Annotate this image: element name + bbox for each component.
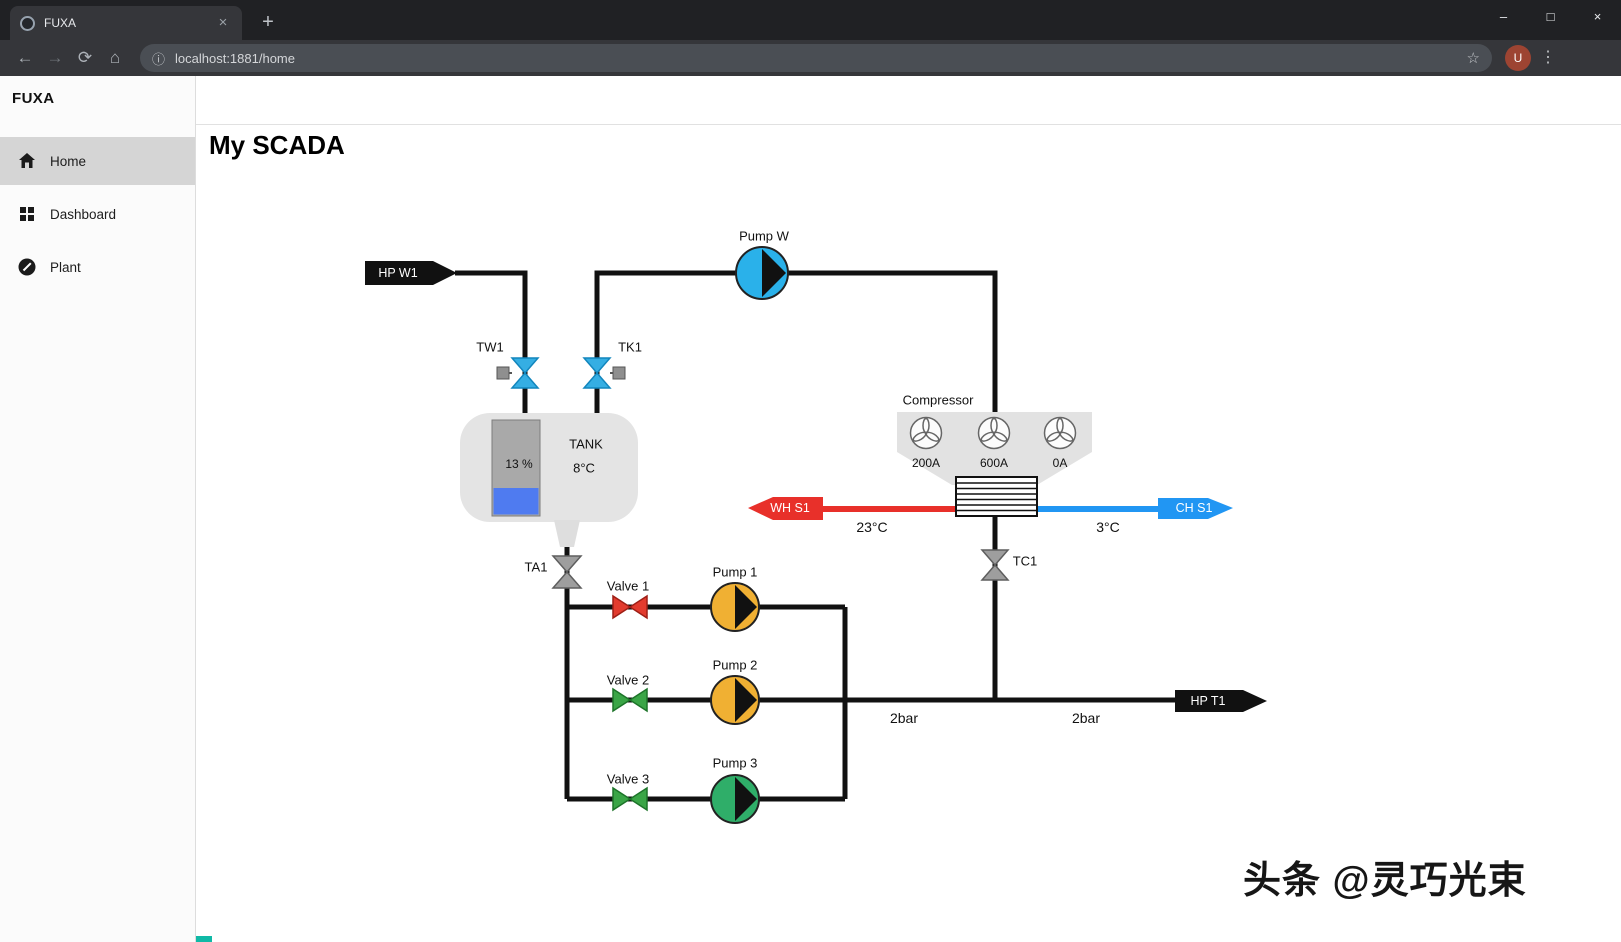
compressor-fan-2 (977, 416, 1011, 450)
compressor-gauge-3: 0A (1052, 456, 1068, 470)
cold-temp-label: 3°C (1096, 519, 1120, 535)
ta1-label: TA1 (524, 559, 548, 575)
ch-s1-flag (1158, 498, 1233, 519)
sidebar-item-label: Plant (50, 259, 81, 275)
sidebar-item-plant[interactable]: Plant (0, 243, 195, 291)
compressor-fan-3 (1043, 416, 1077, 450)
pump-3-label: Pump 3 (712, 755, 758, 771)
valve-3[interactable] (612, 786, 648, 812)
ch-s1-label: CH S1 (1175, 501, 1213, 515)
tank-body (460, 413, 638, 522)
app-brand: FUXA (12, 90, 55, 107)
tank-level-label: 13 % (505, 457, 533, 471)
forward-icon[interactable]: → (46, 48, 64, 67)
maximize-button[interactable]: □ (1546, 8, 1555, 24)
pump-w-label: Pump W (739, 228, 789, 244)
wh-s1-flag (748, 497, 823, 520)
pump-1-label: Pump 1 (712, 564, 758, 580)
fuxa-favicon (20, 15, 35, 31)
sidebar-item-label: Home (50, 153, 87, 169)
home-icon[interactable]: ⌂ (109, 48, 121, 67)
pipe-top-main (594, 270, 998, 414)
tank-outlet (554, 520, 580, 547)
tc1-label: TC1 (1012, 553, 1038, 569)
home-icon (19, 153, 35, 168)
watermark: 头条 @灵巧光束 (1243, 860, 1527, 902)
browser-menu-icon[interactable]: ⋮ (1540, 49, 1556, 66)
sidebar-item-dashboard[interactable]: Dashboard (0, 190, 195, 238)
footer-logo-fragment (196, 936, 212, 942)
tk1-label: TK1 (618, 339, 642, 355)
tab-title: FUXA (44, 16, 77, 30)
hp-w1-flag (365, 261, 457, 285)
valve-2[interactable] (612, 687, 648, 713)
valve-tw1[interactable] (496, 357, 540, 389)
minimize-button[interactable]: – (1499, 8, 1508, 24)
tw1-label: TW1 (476, 339, 504, 355)
plant-icon (18, 258, 36, 276)
compressor-gauge-2: 600A (979, 456, 1009, 470)
valve-tc1[interactable] (980, 549, 1010, 581)
hp-t1-flag (1175, 690, 1267, 712)
header-divider (196, 124, 1621, 125)
valve-3-label: Valve 3 (606, 771, 650, 787)
pump-1[interactable] (710, 582, 760, 632)
pump-2[interactable] (710, 675, 760, 725)
reload-icon[interactable]: ⟳ (77, 48, 93, 67)
sidebar-item-home[interactable]: Home (0, 137, 195, 185)
tank-level-fill (493, 488, 539, 515)
hot-temp-label: 23°C (856, 519, 888, 535)
url-text[interactable]: localhost:1881/home (175, 50, 295, 66)
close-button[interactable]: × (1593, 8, 1602, 24)
heat-exchanger (955, 476, 1038, 517)
tank-temperature-label: 8°C (573, 460, 595, 476)
compressor-widget[interactable] (897, 412, 1092, 517)
tank-name-label: TANK (569, 436, 603, 452)
valve-2-label: Valve 2 (606, 672, 650, 688)
tab-close-icon[interactable]: × (218, 14, 228, 31)
pressure-left-label: 2bar (889, 710, 919, 726)
compressor-label: Compressor (902, 392, 974, 408)
window-controls: – □ × (1480, 0, 1621, 32)
bookmark-star-icon[interactable]: ☆ (1466, 50, 1480, 67)
pump-w[interactable] (735, 246, 789, 300)
valve-ta1[interactable] (551, 555, 583, 589)
valve-tk1[interactable] (582, 357, 626, 389)
hp-w1-label: HP W1 (378, 266, 418, 280)
valve-1[interactable] (612, 594, 648, 620)
sidebar: FUXA Home Dashboard Plant (0, 76, 196, 942)
compressor-fan-1 (909, 416, 943, 450)
browser-toolbar: ← → ⟳ ⌂ ⓘ localhost:1881/home ☆ U ⋮ (0, 40, 1621, 76)
new-tab-button[interactable]: + (262, 11, 274, 33)
tank-widget[interactable] (460, 413, 638, 547)
dashboard-icon (20, 207, 34, 221)
pump-2-label: Pump 2 (712, 657, 758, 673)
profile-avatar[interactable]: U (1505, 45, 1531, 71)
browser-tab[interactable]: FUXA × (10, 6, 242, 40)
valve-1-label: Valve 1 (606, 578, 650, 594)
address-bar[interactable]: ⓘ localhost:1881/home ☆ (140, 44, 1492, 72)
page-title: My SCADA (209, 130, 345, 160)
page-info-icon[interactable]: ⓘ (152, 51, 166, 67)
back-icon[interactable]: ← (16, 48, 34, 67)
compressor-gauge-1: 200A (911, 456, 941, 470)
wh-s1-label: WH S1 (770, 501, 810, 515)
sidebar-item-label: Dashboard (50, 206, 117, 222)
hp-t1-label: HP T1 (1190, 694, 1226, 708)
pressure-right-label: 2bar (1071, 710, 1101, 726)
pump-3[interactable] (710, 774, 760, 824)
titlebar: FUXA × + – □ × (0, 0, 1621, 40)
